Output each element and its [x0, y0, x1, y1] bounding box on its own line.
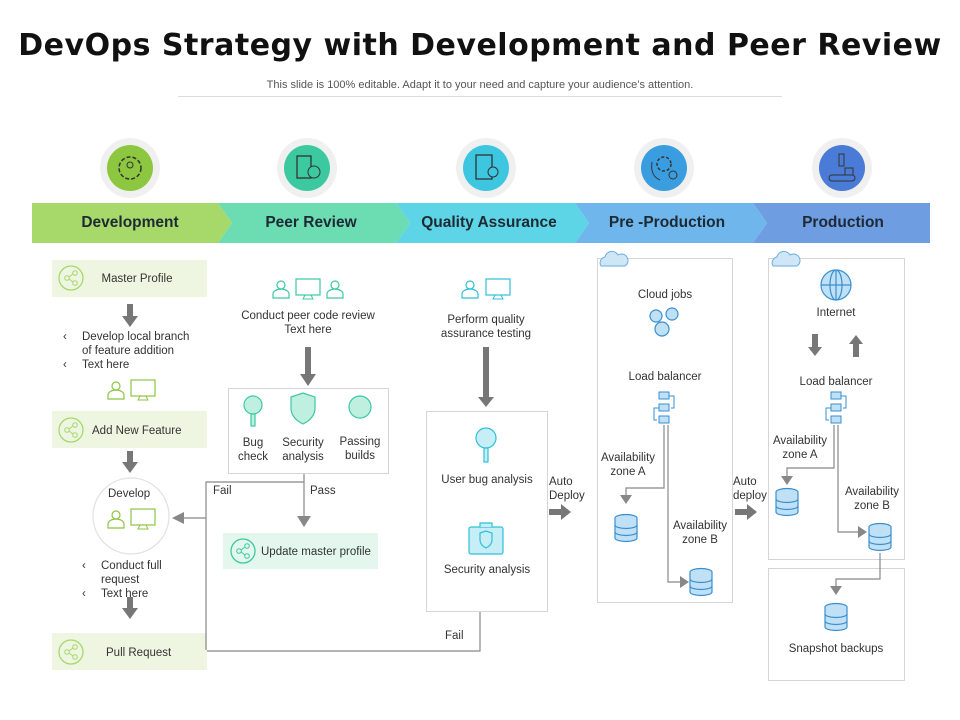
text-here: Text here: [82, 359, 130, 371]
develop-branch-text: Develop local branch of feature addition: [82, 331, 190, 357]
pass-label: Pass: [310, 485, 336, 497]
text-here: Text here: [101, 588, 149, 600]
add-feature-box: [52, 411, 207, 448]
bullet-icon: ‹: [82, 560, 86, 572]
user-bug-label: User bug analysis: [441, 474, 533, 486]
bullet-icon: ‹: [63, 359, 67, 371]
stage-quality-assurance: Quality Assurance: [421, 214, 557, 231]
conduct-full-request-text: Conduct full request: [101, 560, 162, 586]
stage-peer-review: Peer Review: [265, 214, 357, 231]
stage-production: Production: [802, 214, 884, 231]
auto-deploy-label: Auto deploy: [733, 476, 767, 502]
perform-qa-text: Perform quality assurance testing: [440, 314, 532, 340]
pull-request-box: [52, 633, 207, 670]
zone-b-label: Availability zone B: [844, 486, 900, 512]
security-analysis-label: Security analysis: [282, 437, 324, 463]
text-here: Text here: [284, 324, 332, 336]
update-master-box: [223, 533, 378, 569]
add-feature-label: Add New Feature: [92, 425, 182, 437]
load-balancer-label: Load balancer: [799, 376, 873, 388]
passing-builds-label: Passing builds: [339, 436, 381, 462]
develop-label: Develop: [108, 488, 151, 500]
auto-deploy-label: Auto Deploy: [549, 476, 585, 502]
pre-production-panel: [597, 258, 733, 603]
bug-check-label: Bug check: [237, 437, 269, 463]
zone-a-label: Availability zone A: [772, 435, 828, 461]
stage-pre-production: Pre -Production: [608, 214, 726, 231]
snapshot-label: Snapshot backups: [788, 643, 884, 655]
update-master-label: Update master profile: [261, 546, 371, 558]
fail-label: Fail: [213, 485, 232, 497]
bullet-icon: ‹: [63, 331, 67, 343]
page-title: DevOps Strategy with Development and Pee…: [18, 28, 942, 63]
master-profile-box: [52, 260, 207, 297]
cloud-jobs-label: Cloud jobs: [637, 289, 693, 301]
security-label: Security analysis: [443, 564, 531, 576]
conduct-review-text: Conduct peer code review: [241, 310, 375, 322]
stage-development: Development: [81, 214, 179, 231]
fail-label: Fail: [445, 630, 464, 642]
zone-a-label: Availability zone A: [600, 452, 656, 478]
internet-label: Internet: [816, 307, 856, 319]
pull-request-label: Pull Request: [106, 647, 172, 659]
divider: [178, 96, 782, 97]
bullet-icon: ‹: [82, 588, 86, 600]
load-balancer-label: Load balancer: [628, 371, 702, 383]
master-profile-label: Master Profile: [101, 273, 173, 285]
zone-b-label: Availability zone B: [672, 520, 728, 546]
page-subtitle: This slide is 100% editable. Adapt it to…: [266, 79, 694, 91]
